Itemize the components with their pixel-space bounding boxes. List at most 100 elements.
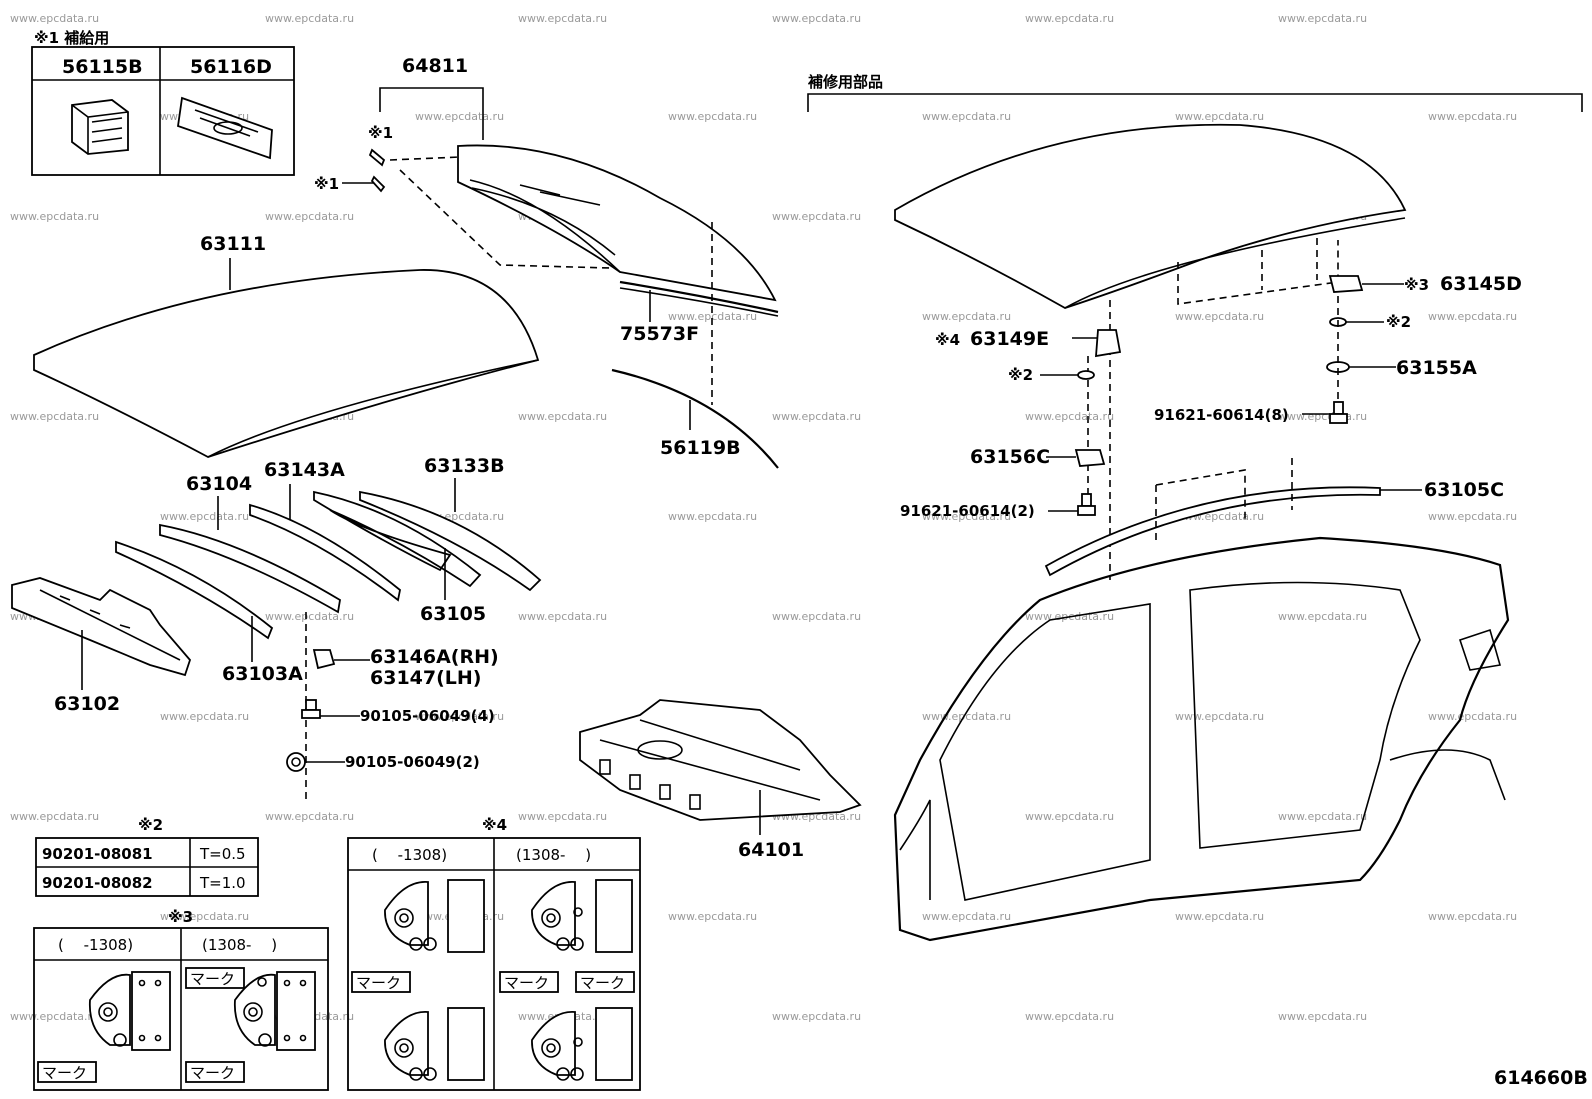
watermark-text: www.epcdata.ru [10,810,99,823]
molding-strip [619,280,779,314]
watermark-text: www.epcdata.ru [1025,1010,1114,1023]
watermark-text: www.epcdata.ru [668,910,757,923]
note4-col-after: (1308- ) [516,846,591,864]
bolt-91621-2 [1077,493,1096,516]
watermark-text: www.epcdata.ru [1278,610,1367,623]
watermark-text: www.epcdata.ru [668,110,757,123]
watermark-text: www.epcdata.ru [1175,310,1264,323]
clip-56115b-icon [71,99,129,155]
part-91621-2[interactable]: 91621-60614(2) [900,502,1035,520]
part-63156C[interactable]: 63156C [970,446,1050,468]
note4-mark-after-left: マーク [504,974,549,992]
watermark-text: www.epcdata.ru [1428,910,1517,923]
part-90105-2[interactable]: 90105-06049(2) [345,753,480,771]
part-63133B[interactable]: 63133B [424,455,505,477]
bow-63105 [313,490,482,588]
64811-bracket [379,87,484,140]
spacer-part-1: 90201-08081 [42,845,153,863]
part-63111[interactable]: 63111 [200,233,266,255]
part-75573F[interactable]: 75573F [620,323,699,345]
part-63147[interactable]: 63147(LH) [370,667,481,689]
bow-63133B [359,490,542,592]
watermark-text: www.epcdata.ru [1428,710,1517,723]
diagram-id: 614660B [1494,1067,1588,1089]
part-56119B[interactable]: 56119B [660,437,741,459]
note4-table: ( -1308) (1308- ) マーク マーク マーク [347,837,641,1091]
dam-56119b [611,368,779,469]
watermark-text: www.epcdata.ru [518,410,607,423]
note-2-right: ※2 [1386,313,1411,331]
note3-mark-after-top: マーク [190,970,235,988]
watermark-text: www.epcdata.ru [415,110,504,123]
back-window-glass [457,144,777,302]
watermark-text: www.epcdata.ru [160,910,249,923]
package-tray-64101 [579,699,862,821]
body-side-panel [893,536,1510,942]
watermark-text: www.epcdata.ru [1278,12,1367,25]
part-63143A[interactable]: 63143A [264,459,345,481]
front-header-63102 [11,577,192,677]
watermark-text: www.epcdata.ru [10,1010,99,1023]
note-2-left: ※2 [1008,366,1033,384]
watermark-text: www.epcdata.ru [1025,12,1114,25]
plate-56116d-icon [177,96,273,160]
watermark-text: www.epcdata.ru [1175,710,1264,723]
part-63103A[interactable]: 63103A [222,663,303,685]
note4-col-before: ( -1308) [372,846,447,864]
bracket-63146a [312,649,336,670]
part-63155A[interactable]: 63155A [1396,357,1477,379]
watermark-text: www.epcdata.ru [772,12,861,25]
note3-mark-after-bottom: マーク [190,1064,235,1082]
watermark-text: www.epcdata.ru [1428,110,1517,123]
watermark-text: www.epcdata.ru [518,810,607,823]
watermark-text: www.epcdata.ru [10,12,99,25]
spacer-spec-2: T=1.0 [199,874,246,892]
bow-63143A [249,503,401,602]
watermark-text: www.epcdata.ru [160,710,249,723]
spacer-table-title: ※2 [138,816,163,834]
watermark-text: www.epcdata.ru [922,910,1011,923]
note4-table-title: ※4 [482,816,507,834]
watermark-text: www.epcdata.ru [1278,410,1367,423]
part-63149E[interactable]: 63149E [970,328,1049,350]
note3-col-before: ( -1308) [58,936,133,954]
note4-mark-after-right: マーク [580,974,625,992]
watermark-text: www.epcdata.ru [1175,910,1264,923]
note3-col-after: (1308- ) [202,936,277,954]
part-91621-8[interactable]: 91621-60614(8) [1154,406,1289,424]
part-56115B[interactable]: 56115B [62,56,143,78]
watermark-text: www.epcdata.ru [518,610,607,623]
bracket-63145d [1328,275,1364,293]
watermark-text: www.epcdata.ru [668,310,757,323]
watermark-text: www.epcdata.ru [10,410,99,423]
bracket-63149e [1095,329,1122,358]
note3-table-title: ※3 [168,908,193,926]
part-63105[interactable]: 63105 [420,603,486,625]
spacer-part-2: 90201-08082 [42,874,153,892]
watermark-text: www.epcdata.ru [265,12,354,25]
nut-90105-b [286,752,306,772]
part-64811[interactable]: 64811 [402,55,468,77]
bolt-91621-8 [1329,401,1348,424]
watermark-text: www.epcdata.ru [1278,810,1367,823]
part-63104[interactable]: 63104 [186,473,252,495]
watermark-text: www.epcdata.ru [415,710,504,723]
watermark-text: www.epcdata.ru [772,1010,861,1023]
roof-assembly-right [894,123,1407,309]
part-56116D[interactable]: 56116D [190,56,272,78]
watermark-text: www.epcdata.ru [1428,510,1517,523]
note3-mark-before: マーク [42,1064,87,1082]
watermark-text: www.epcdata.ru [160,510,249,523]
part-90105-4[interactable]: 90105-06049(4) [360,707,495,725]
supply-note: ※1 補給用 [34,29,109,47]
part-64101[interactable]: 64101 [738,839,804,861]
supply-parts-box: 56115B 56116D [31,46,295,176]
watermark-text: www.epcdata.ru [1025,810,1114,823]
part-63102[interactable]: 63102 [54,693,120,715]
part-63146A[interactable]: 63146A(RH) [370,646,499,668]
note-4-label: ※4 [935,331,960,349]
watermark-text: www.epcdata.ru [10,210,99,223]
bolt-90105-a [301,699,321,719]
part-63105C[interactable]: 63105C [1424,479,1504,501]
part-63145D[interactable]: 63145D [1440,273,1522,295]
